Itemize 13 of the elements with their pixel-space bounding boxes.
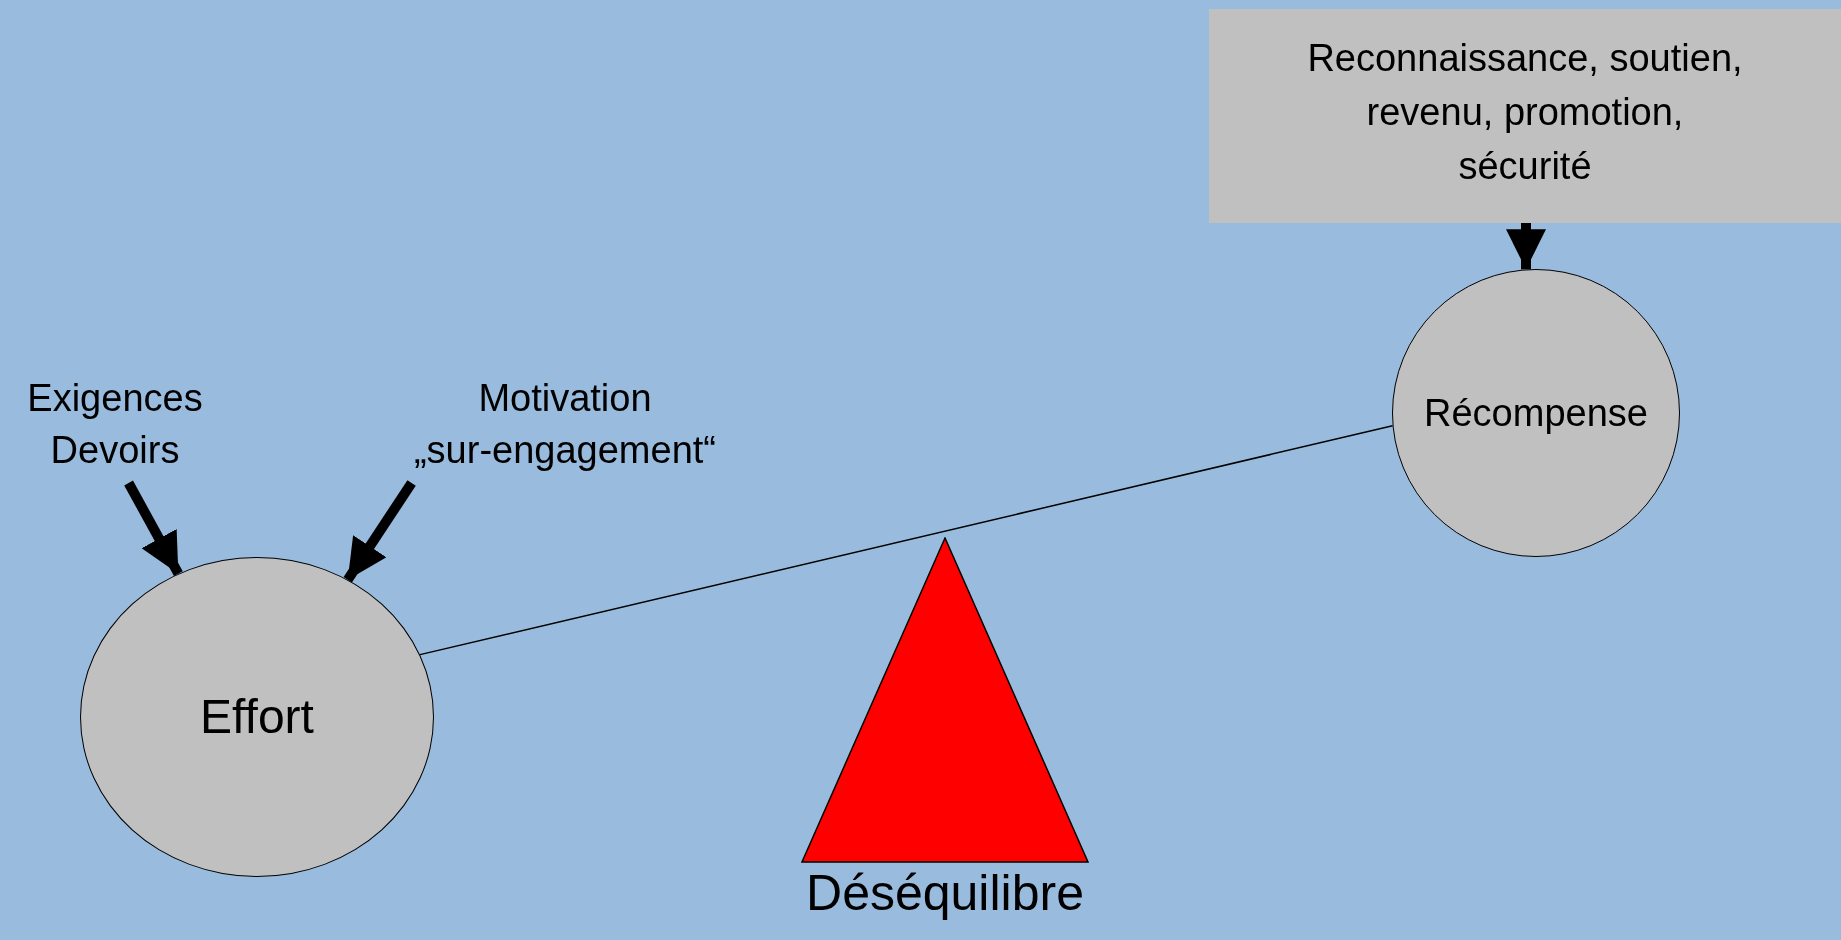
- imbalance-caption: Déséquilibre: [806, 864, 1084, 923]
- node-text: Récompense: [1424, 390, 1648, 436]
- arrow: [343, 480, 416, 583]
- reward-box: [1209, 9, 1841, 223]
- arrow: [124, 480, 183, 577]
- node-text: Effort: [200, 689, 314, 745]
- caption-text: Motivation: [478, 376, 652, 421]
- balance-beam-line: [419, 425, 1394, 656]
- arrow: [1506, 223, 1546, 270]
- caption-text: „sur-engagement“: [413, 428, 716, 473]
- caption-text: Devoirs: [50, 428, 180, 473]
- caption-text: Exigences: [27, 376, 203, 421]
- node-text: Reconnaissance, soutien, revenu, promotion, sécurité: [1306, 36, 1744, 189]
